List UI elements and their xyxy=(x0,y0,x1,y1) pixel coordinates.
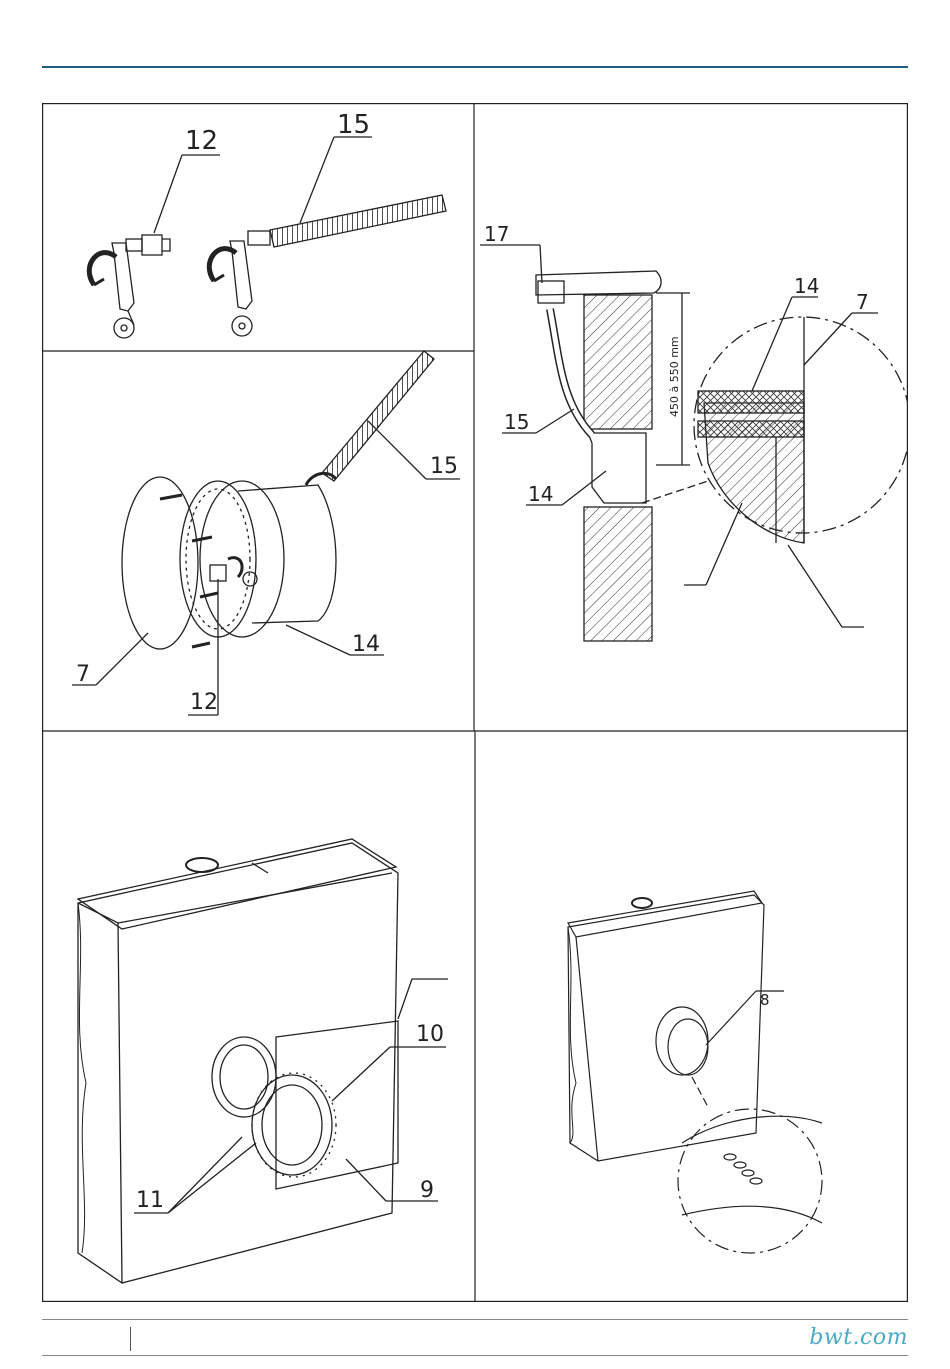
callout-cover-7: 7 xyxy=(76,662,90,687)
panel-flange-installed xyxy=(568,891,822,1253)
callout-15: 15 xyxy=(337,110,370,140)
footer-separator xyxy=(130,1327,131,1351)
panel-parts xyxy=(89,137,446,338)
panel-flange-exploded xyxy=(78,839,448,1283)
callout-box-17: 17 xyxy=(484,222,509,246)
callout-plug-12: 12 xyxy=(190,690,218,715)
callout-gasket-11: 11 xyxy=(136,1188,164,1213)
dimension-label: 450 à 550 mm xyxy=(668,336,681,417)
panel-wall-section xyxy=(480,245,908,641)
callout-section-hose-15: 15 xyxy=(504,410,529,434)
callout-section-housing-14: 14 xyxy=(528,482,553,506)
callout-hose-15: 15 xyxy=(430,454,458,479)
callout-12: 12 xyxy=(185,126,218,156)
callout-detail-7: 7 xyxy=(856,290,869,314)
installation-figure-grid: 12 15 15 14 7 12 xyxy=(42,103,908,1302)
footer-rule-bottom xyxy=(42,1355,908,1356)
header-rule xyxy=(42,66,908,68)
panel-borders xyxy=(42,103,908,1302)
brand-website[interactable]: bwt.com xyxy=(809,1325,908,1350)
callout-flange-10: 10 xyxy=(416,1022,444,1047)
footer-rule-top xyxy=(42,1319,908,1320)
callout-housing-14: 14 xyxy=(352,632,380,657)
panel-housing-assembly xyxy=(72,351,460,715)
callout-detail-14: 14 xyxy=(794,274,819,298)
callout-ring-8: 8 xyxy=(760,991,770,1009)
callout-template-9: 9 xyxy=(420,1178,434,1203)
